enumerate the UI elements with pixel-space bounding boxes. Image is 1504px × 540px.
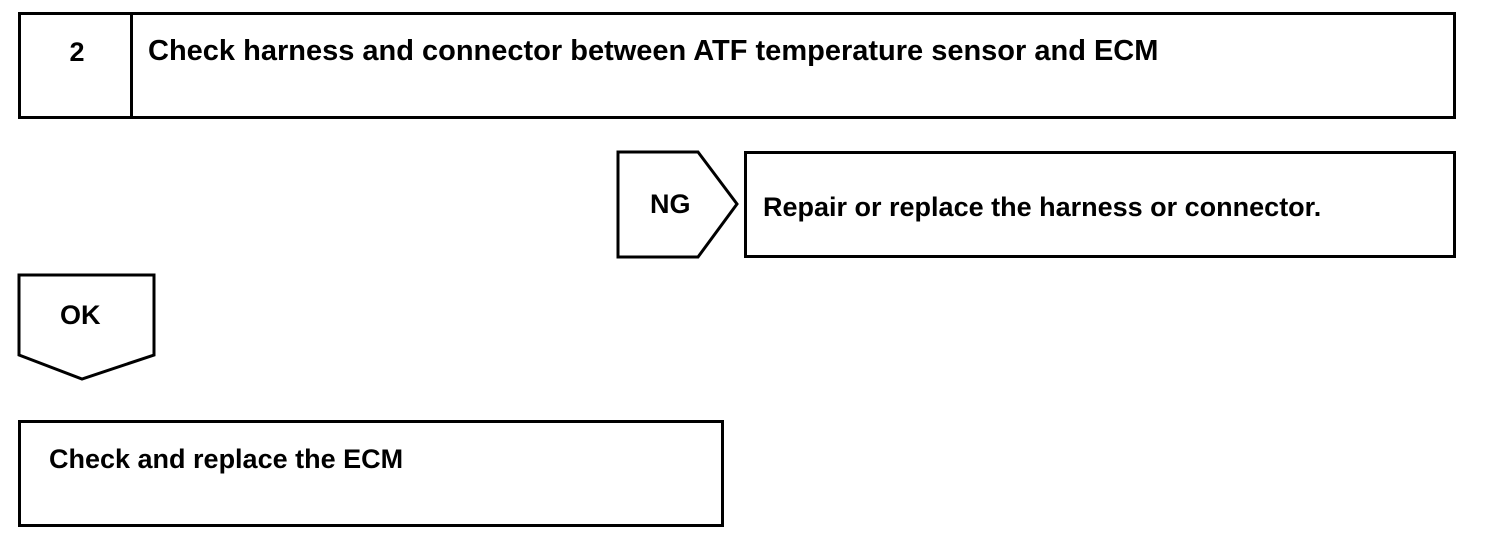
ng-label: NG [650,189,691,219]
step-header-box: 2 Check harness and connector between AT… [18,12,1456,119]
ng-result-text: Repair or replace the harness or connect… [763,192,1322,222]
ok-result-text: Check and replace the ECM [49,444,404,474]
ok-arrow-shape [17,273,156,381]
ok-label: OK [60,300,101,330]
step-title: Check harness and connector between ATF … [148,35,1159,67]
ok-result-box: Check and replace the ECM [18,420,724,527]
step-number-cell: 2 [21,15,133,116]
ng-arrow-shape [616,150,739,259]
ng-result-box: Repair or replace the harness or connect… [744,151,1456,258]
step-number: 2 [69,37,85,67]
